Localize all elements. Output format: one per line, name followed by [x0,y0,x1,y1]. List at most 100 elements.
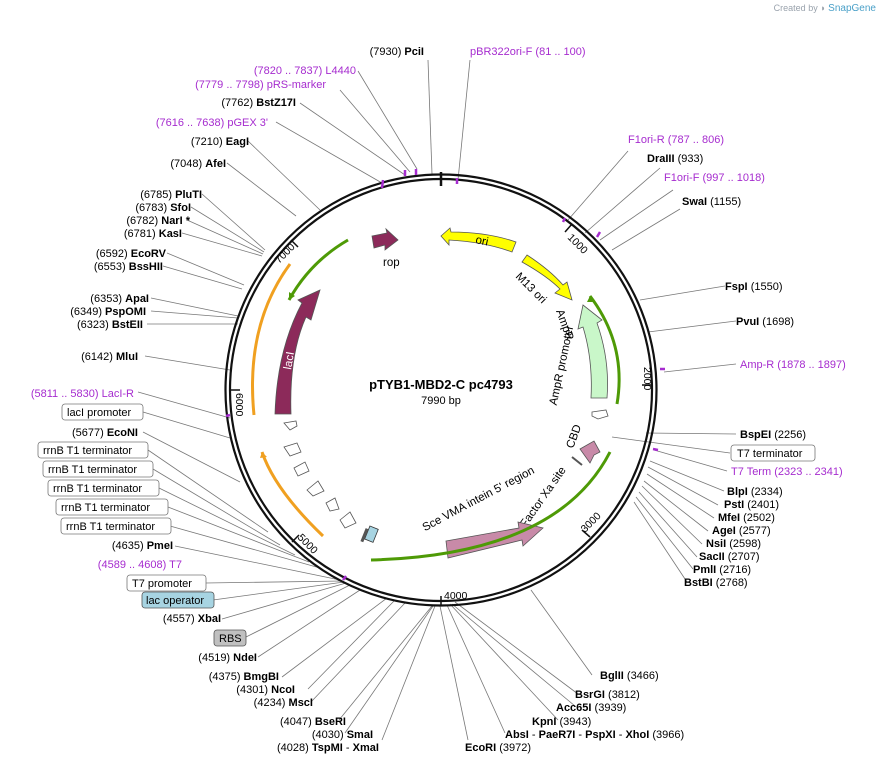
rop-arrow [371,227,399,251]
site-bstz17i: (7762) BstZ17I [221,97,296,109]
primer-prs-marker: (7779 .. 7798) pRS-marker [195,79,326,91]
watermark-prefix: Created by [773,3,818,13]
site-bmgbi: (4375) BmgBI [209,671,279,683]
primer-f1ori-r: F1ori-R (787 .. 806) [628,134,724,146]
lac-operator-mark [364,525,379,543]
cbd-arrow [579,440,601,464]
box-lac-operator: lac operator [141,591,215,609]
tick-label-3000: 3000 [579,510,604,535]
primer-f1ori-f: F1ori-F (997 .. 1018) [664,172,765,184]
rrnb-arrow-4 [325,497,340,512]
site-pmei: (4635) PmeI [112,540,173,552]
site-pspomi: (6349) PspOMI [70,306,146,318]
tick-label-4000: 4000 [444,590,468,602]
primer-pgex3: (7616 .. 7638) pGEX 3' [156,117,268,129]
svg-text:rrnB T1 terminator: rrnB T1 terminator [43,445,132,457]
laci-arc [287,238,349,301]
features: ori M13 ori rop AmpR AmpR promoter CBD F… [251,227,621,562]
site-msci: (4234) MscI [254,697,313,709]
site-apai: (6353) ApaI [90,293,149,305]
svg-text:rrnB T1 terminator: rrnB T1 terminator [61,502,150,514]
site-fspi: FspI (1550) [725,281,782,293]
cbd-label: CBD [565,423,585,450]
site-afei: (7048) AfeI [170,158,226,170]
site-swai: SwaI (1155) [682,196,741,208]
rrnb-arrow-2 [293,461,310,477]
snapgene-logo-icon: ◗ [820,3,826,13]
rrnb-arrow-1 [283,442,302,457]
primer-amp-r: Amp-R (1878 .. 1897) [740,359,846,371]
ampr-promoter-arc-head [587,296,593,302]
box-laci-promoter: lacI promoter [61,403,144,421]
site-sfoi: (6783) SfoI [135,202,191,214]
box-rrnb-5: rrnB T1 terminator [60,517,172,535]
primer-l4440: (7820 .. 7837) L4440 [254,65,356,77]
site-pcii: (7930) PciI [370,46,424,58]
rrnb-arrow-3 [306,480,325,497]
site-labels: (7930) PciI pBR322ori-F (81 .. 100) (782… [31,46,846,754]
watermark-brand: SnapGene [828,3,876,14]
primer-t7: (4589 .. 4608) T7 [98,559,182,571]
site-acc65i: Acc65I (3939) [556,702,626,714]
rrnb-arrow-5 [339,511,357,529]
site-bseri: (4047) BseRI [280,716,346,728]
box-t7-promoter: T7 promoter [126,574,207,592]
primer-t7-term: T7 Term (2323 .. 2341) [731,466,843,478]
primer-pbr322ori-f: pBR322ori-F (81 .. 100) [470,46,586,58]
site-psti: PstI (2401) [724,499,779,511]
tick-label-6000: 6000 [233,393,245,417]
box-t7-terminator: T7 terminator [730,444,816,462]
site-ndei: (4519) NdeI [198,652,257,664]
site-absi-xhoi: AbsI - PaeR7I - PspXI - XhoI (3966) [505,729,684,741]
site-ecorv: (6592) EcoRV [96,248,167,260]
svg-text:rrnB T1 terminator: rrnB T1 terminator [48,464,137,476]
t7-promoter-mark [360,528,369,543]
m13-ori-label: M13 ori [513,271,549,307]
svg-text:RBS: RBS [219,633,242,645]
primer-laci-r: (5811 .. 5830) LacI-R [31,388,134,400]
box-rrnb-3: rrnB T1 terminator [47,479,160,497]
site-ncoi: (4301) NcoI [236,684,295,696]
laci-terminator-arc [251,263,292,416]
site-nsii: NsiI (2598) [706,538,761,550]
tick-label-7000: 7000 [273,241,298,266]
site-mlui: (6142) MluI [81,351,138,363]
site-econi: (5677) EcoNI [72,427,138,439]
site-mfei: MfeI (2502) [718,512,775,524]
site-smai: (4030) SmaI [312,729,373,741]
leader-lines [137,59,737,741]
site-bglii: BglII (3466) [600,670,659,682]
ori-arrow [440,227,517,253]
lacI-promoter-arrow [283,420,298,431]
site-eagi: (7210) EagI [191,136,249,148]
svg-text:T7 terminator: T7 terminator [737,448,803,460]
site-bspei: BspEI (2256) [740,429,806,441]
site-kasi: (6781) KasI [124,228,182,240]
plasmid-name: pTYB1-MBD2-C pc4793 [369,377,513,392]
plasmid-length: 7990 bp [421,395,461,407]
svg-text:rrnB T1 terminator: rrnB T1 terminator [53,483,142,495]
snapgene-watermark: Created by ◗ SnapGene [774,3,876,14]
site-draiii: DraIII (933) [647,153,703,165]
rop-label: rop [383,257,400,269]
site-sacii: SacII (2707) [699,551,760,563]
site-nari: (6782) NarI * [126,215,190,227]
box-rrnb-1: rrnB T1 terminator [37,441,149,459]
boxed-labels: T7 terminator lacI promoter rrnB T1 term… [37,403,816,647]
site-kpni: KpnI (3943) [532,716,591,728]
site-bsteii: (6323) BstEII [77,319,143,331]
laci-label: lacI [282,351,297,371]
site-xbai: (4557) XbaI [163,613,221,625]
svg-text:rrnB T1 terminator: rrnB T1 terminator [66,521,155,533]
ori-label: ori [474,234,489,248]
rrnb-terminator-arc [260,451,325,538]
ampr-arrow [577,304,608,399]
box-rrnb-2: rrnB T1 terminator [42,460,154,478]
cbd-arc [370,451,612,562]
site-ecori: EcoRI (3972) [465,742,531,754]
svg-text:lac operator: lac operator [146,595,204,607]
box-rbs: RBS [213,629,247,647]
ampr-promoter-label: AmpR promoter [548,324,577,406]
svg-text:T7 promoter: T7 promoter [132,578,192,590]
